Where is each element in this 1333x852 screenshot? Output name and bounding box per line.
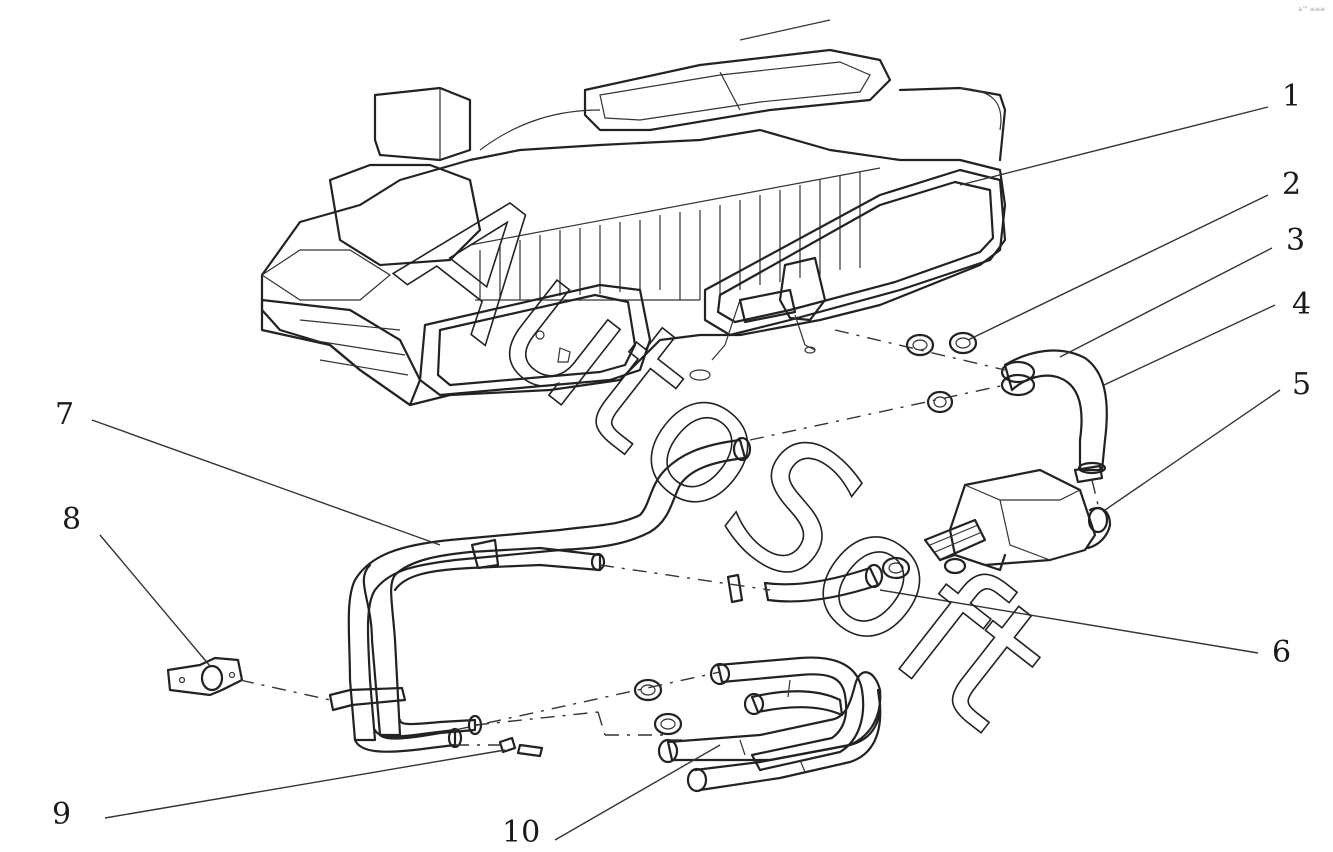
callout-3: 3 — [1286, 223, 1306, 258]
leader-lines — [91, 106, 1281, 841]
callout-8: 8 — [62, 502, 82, 537]
hose-clamps-2 — [905, 331, 978, 414]
callout-4: 4 — [1292, 287, 1312, 322]
callout-2: 2 — [1282, 167, 1302, 202]
hvac-unit — [260, 19, 1007, 407]
assembly-dashed-lines — [239, 329, 1099, 746]
callout-6: 6 — [1272, 635, 1292, 670]
callout-9: 9 — [52, 797, 72, 832]
callout-7: 7 — [55, 397, 75, 432]
pipe-assembly-7 — [328, 436, 752, 753]
bracket-8 — [166, 656, 244, 697]
hoses-10 — [633, 656, 882, 793]
bolt-9 — [498, 736, 544, 758]
callout-5: 5 — [1292, 367, 1312, 402]
heater-core — [923, 464, 1112, 575]
upper-hose — [1000, 349, 1108, 475]
corner-mark: a™ ≡≡≡ — [1298, 6, 1325, 13]
callout-10: 10 — [502, 815, 541, 850]
watermark-text: AutoSoft — [366, 146, 1083, 769]
callout-1: 1 — [1282, 79, 1302, 114]
watermark: AutoSoft — [365, 145, 1084, 769]
lower-hose-6 — [726, 556, 911, 604]
